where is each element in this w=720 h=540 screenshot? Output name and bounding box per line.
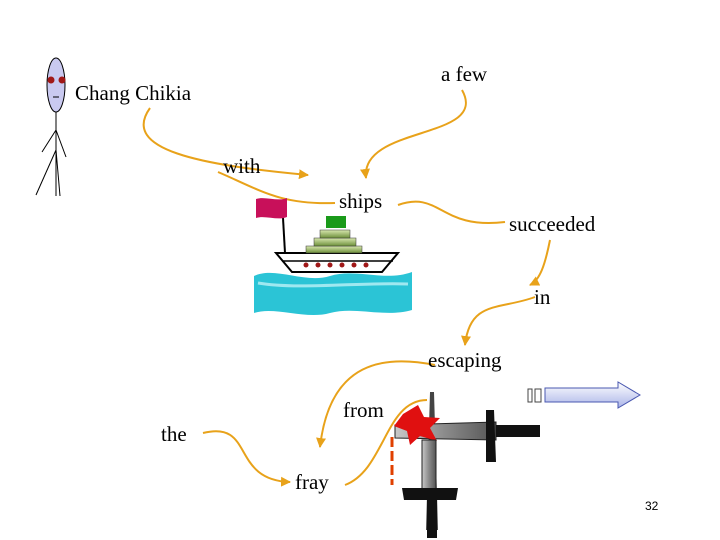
arrow-in-to-escaping — [461, 296, 536, 346]
word-the: the — [161, 422, 187, 446]
word-fray: fray — [295, 470, 329, 494]
word-a-few: a few — [441, 62, 488, 86]
word-succeeded: succeeded — [509, 212, 596, 236]
stick-figure-icon — [35, 57, 67, 197]
arrow-name-to-with — [142, 107, 309, 180]
word-in: in — [534, 285, 551, 309]
fighter-planes-icon — [390, 392, 540, 538]
name-label: Chang Chikia — [75, 81, 192, 105]
arrow-succeeded-to-in — [529, 239, 551, 286]
arrow-escaping-to-from — [316, 360, 436, 448]
word-ships: ships — [339, 189, 383, 213]
arrow-the-to-fray — [202, 430, 291, 487]
word-flow-arrows — [142, 89, 551, 487]
arrow-afew-to-with — [360, 89, 467, 179]
ship-icon — [254, 198, 412, 316]
right-arrow-icon — [527, 381, 641, 409]
arrow-fray-to-planes — [344, 399, 428, 486]
arrow-ships-to-succeeded — [397, 200, 506, 225]
word-from: from — [343, 398, 384, 422]
arrow-with-to-ships — [217, 171, 336, 205]
page-number: 32 — [645, 499, 659, 513]
word-escaping: escaping — [428, 348, 502, 372]
word-with: with — [223, 154, 261, 178]
